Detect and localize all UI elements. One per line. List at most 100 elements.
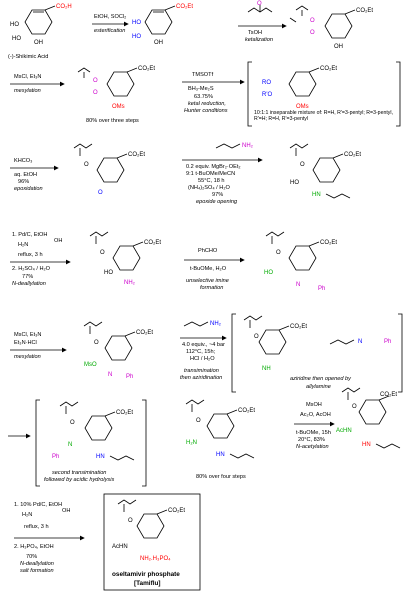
- ho-label-2: HO: [12, 36, 21, 42]
- ho-label: HO: [290, 180, 299, 186]
- step11-line3: t-BuOMe, 15h: [296, 430, 331, 436]
- step6-line2: 9:1 t-BuOMe/MeCN: [186, 171, 235, 177]
- step12-line8: salt formation: [20, 568, 54, 574]
- ketal-structure: CO₂Et O O OH: [289, 5, 373, 50]
- tamiflu-brand: [Tamiflu]: [134, 580, 161, 587]
- step3-yield: 80% over three steps: [86, 118, 139, 124]
- allylamine-reagent-2: [183, 321, 209, 327]
- aminoalcohol-structure: CO₂Et O HO HN: [289, 143, 361, 199]
- step12-line4: reflux, 3 h: [24, 524, 49, 530]
- mixture-caption: 10:1:1 inseparable mixture of: R=H, R'=3…: [254, 110, 393, 122]
- diamine-yield: 80% over four steps: [196, 474, 246, 480]
- step11-line5: N-acetylation: [296, 444, 329, 450]
- svg-text:O: O: [257, 1, 262, 7]
- oh-label: OH: [334, 44, 343, 50]
- step6-line6: epoxide opening: [196, 199, 238, 205]
- step8-line3: formation: [200, 285, 223, 291]
- step6-line4: (NH₄)₂SO₄ / H₂O: [188, 185, 230, 191]
- ho-label-2: HO: [132, 34, 141, 40]
- acetamide-structure: CO₂Et O AcHN HN: [336, 387, 401, 449]
- hn-label: HN: [96, 454, 105, 460]
- n-label: N: [296, 282, 300, 288]
- ph-label: Ph: [384, 339, 391, 345]
- step10-line2: 112°C, 15h;: [186, 349, 216, 355]
- rpo-label: R'O: [262, 92, 272, 98]
- step6-line3: 55°C, 18 h: [198, 178, 225, 184]
- ho-label: HO: [104, 270, 113, 276]
- step9-line2: Et₃N·HCl: [14, 340, 37, 346]
- step4-reagent-2: BH₃-Me₂S: [188, 86, 214, 92]
- ester-label: CO₂Et: [320, 240, 337, 246]
- step2-reagent: TsOH: [248, 30, 262, 36]
- diamine-structure: CO₂Et O H₂N HN: [185, 399, 255, 459]
- ho-label-1: HO: [10, 22, 19, 28]
- pentanone-reagent: O: [247, 1, 273, 13]
- svg-text:O: O: [310, 18, 315, 24]
- step7-line3: OH: [54, 238, 62, 244]
- step7-line6: 77%: [22, 274, 33, 280]
- hn-label: HN: [216, 452, 225, 458]
- svg-text:O: O: [93, 78, 98, 84]
- tamiflu-structure: CO₂Et O AcHN NH₂.H₃PO₄: [112, 499, 185, 562]
- step7-line2: H₂N: [18, 242, 28, 248]
- oms-label: OMs: [296, 104, 309, 110]
- mixture-bracket-right: [396, 61, 401, 127]
- oms-label: OMs: [112, 104, 125, 110]
- achn-label: AcHN: [336, 428, 352, 434]
- step12-line2: H₂N: [22, 512, 32, 518]
- ph-label: Ph: [318, 286, 325, 292]
- step11-line4: 20°C, 83%: [298, 437, 325, 443]
- step2-label: ketalization: [245, 37, 273, 43]
- ester-label: CO₂Et: [144, 240, 161, 246]
- step5-reagent-2: aq. EtOH: [14, 172, 37, 178]
- step4-label-2: Hunter conditions: [184, 108, 228, 114]
- aziridine-caption-1: aziridine then opened by: [290, 376, 352, 382]
- o-label: O: [254, 334, 259, 340]
- n-label: N: [108, 372, 112, 378]
- step4-yield: 63.75%: [194, 94, 213, 100]
- ester-label: CO₂Et: [168, 508, 185, 514]
- step12-line5: 2. H₃PO₄, EtOH: [14, 544, 54, 550]
- free-amine-structure: CO₂Et O HO NH₂: [89, 231, 161, 286]
- ester-label: CO₂Et: [176, 4, 193, 10]
- imine-structure: CO₂Et O HO N Ph: [264, 231, 337, 292]
- aziridine-bracket-left: [231, 313, 236, 393]
- step4-label-1: ketal reduction,: [188, 101, 226, 107]
- salt-label: NH₂.H₃PO₄: [140, 556, 171, 562]
- ester-label: CO₂Et: [136, 330, 153, 336]
- ph-label: Ph: [126, 374, 133, 380]
- n-label: N: [68, 442, 72, 448]
- step7-line7: N-deallylation: [12, 281, 46, 287]
- ester-label: CO₂Et: [380, 392, 397, 398]
- tamiflu-box: [103, 493, 201, 591]
- tamiflu-name: oseltamivir phosphate: [112, 571, 180, 578]
- step7-line1: 1. Pd/C, EtOH: [12, 232, 47, 238]
- ester-label: CO₂Et: [356, 8, 373, 14]
- step6-line1: 0.2 equiv. MgBr₂·OEt₂: [186, 164, 241, 170]
- ester-label: CO₂Et: [344, 152, 361, 158]
- ethyl-shikimate-structure: CO₂Et HO HO OH: [132, 4, 193, 46]
- ester-label: CO₂Et: [128, 152, 145, 158]
- svg-text:O: O: [310, 30, 315, 36]
- nh-label: NH: [262, 366, 271, 372]
- o-label: O: [84, 162, 89, 168]
- ester-label: CO₂Et: [138, 66, 155, 72]
- step8-line2: unselective imine: [186, 278, 229, 284]
- ester-label: CO₂Et: [116, 410, 133, 416]
- svg-text:O: O: [93, 90, 98, 96]
- ester-label: CO₂Et: [290, 324, 307, 330]
- shikimic-acid-structure: CO₂H HO HO OH (-)-Shikimic Acid: [8, 4, 72, 60]
- second-transimination-1: second transimination: [52, 470, 106, 476]
- ho-label-1: HO: [132, 20, 141, 26]
- step11-line1: Ac₂O, AcOH: [300, 412, 331, 418]
- o-label: O: [94, 340, 99, 346]
- ph-label: Ph: [52, 454, 59, 460]
- allylamine-reagent: [215, 143, 241, 149]
- o-label: O: [196, 418, 201, 424]
- step6-amine: NH₂: [242, 143, 254, 149]
- step6-line5: 97%: [212, 192, 223, 198]
- hn-label: HN: [312, 192, 321, 198]
- step8-reagent: PhCHO: [198, 248, 218, 254]
- mesyl-imine-structure: CO₂Et O MsO N Ph: [83, 321, 153, 380]
- step9-line3: mesylation: [14, 354, 41, 360]
